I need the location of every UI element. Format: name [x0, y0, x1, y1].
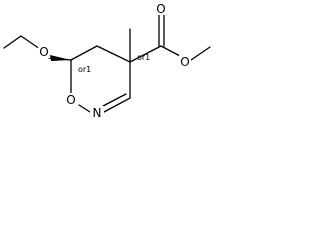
mask-n-ring: [90, 106, 104, 119]
stereo-label-c4: or1: [137, 53, 150, 62]
bond-c4-ccarbonyl: [129, 45, 162, 63]
bond-oester-methyl: [190, 46, 211, 61]
bond-ch3-ch2: [3, 35, 22, 49]
bond-ch2-oether: [20, 35, 41, 50]
bond-c5-c4: [96, 45, 131, 63]
label-o-ester: O: [180, 55, 189, 69]
mask-o-ring: [65, 93, 77, 106]
label-n-ring: N: [93, 106, 102, 120]
mask-o-ether: [38, 45, 50, 58]
wedge-c6: [50, 55, 71, 61]
bond-c3-n-double: [102, 93, 127, 107]
bond-n-oring: [78, 104, 91, 113]
mask-o-carbonyl: [155, 2, 167, 15]
label-o-carbonyl: O: [156, 2, 165, 16]
bond-cc-oester: [160, 45, 181, 57]
label-o-ether: O: [39, 45, 48, 59]
mask-o-ester: [179, 55, 191, 68]
stereo-label-c6: or1: [78, 65, 91, 74]
bond-c3-n-single: [103, 97, 131, 113]
bond-c6-c5: [70, 45, 98, 61]
molecule-structure: O O N O O or1 or1: [3, 2, 211, 120]
label-o-ring: O: [66, 93, 75, 107]
